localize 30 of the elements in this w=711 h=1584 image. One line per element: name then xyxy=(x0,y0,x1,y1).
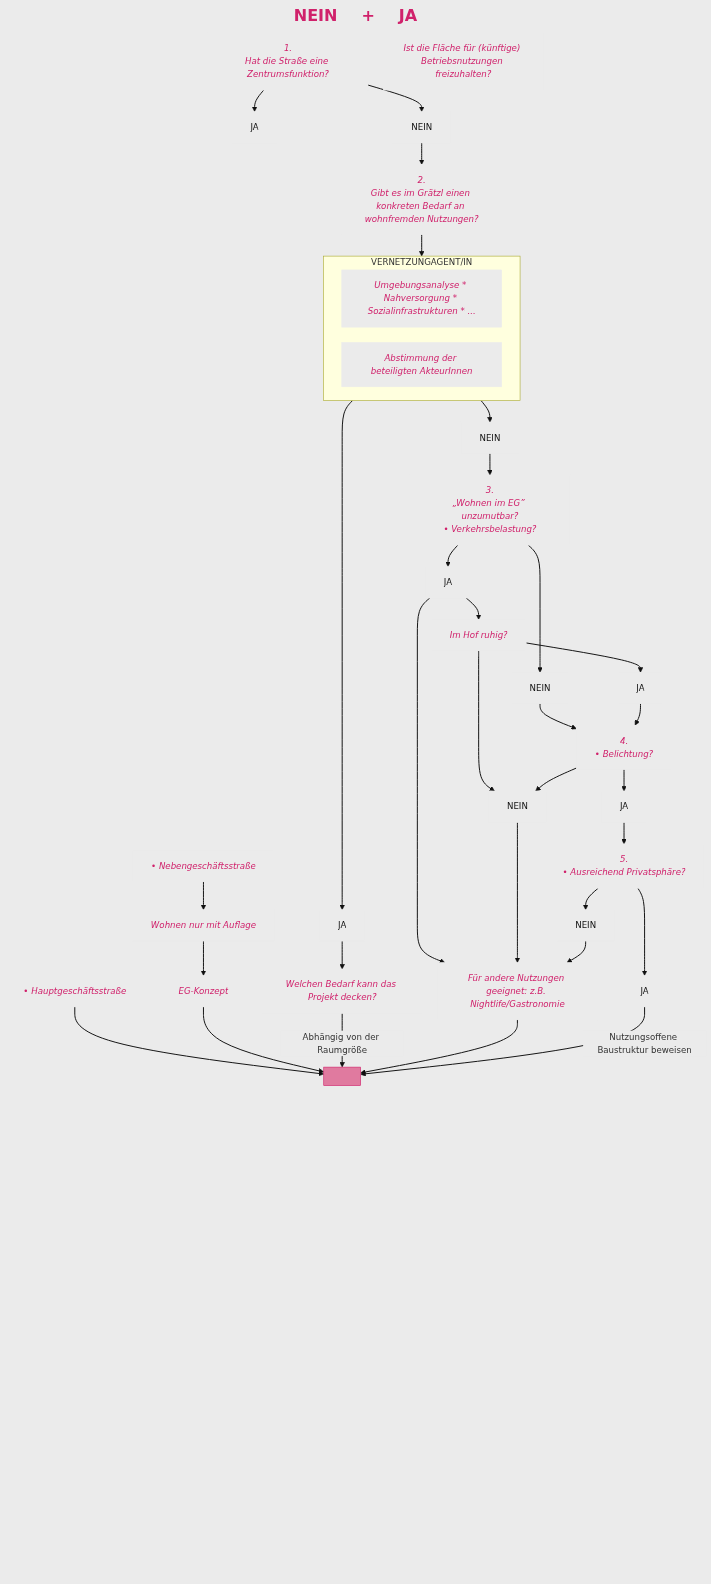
node-text: • Hauptgeschäftsstraße xyxy=(23,985,127,996)
node-text: • Nebengeschäftsstraße xyxy=(151,860,256,871)
node-text: NEIN xyxy=(479,432,501,443)
node-text: Welchen Bedarf kann das Projekt decken? xyxy=(285,979,396,1003)
node-text: Für andere Nutzungen geeignet: z.B. Nightlife/Gastronomie xyxy=(467,973,565,1009)
node-text: EG-Konzept xyxy=(178,985,229,996)
node-text: JA xyxy=(619,801,629,812)
node-bar xyxy=(323,1066,361,1086)
node-text: 3. „Wohnen im EG” unzumutbar? • Verkehrsbelastung? xyxy=(443,485,537,535)
note-label: + xyxy=(361,6,375,22)
node-text: 2. Gibt es im Grätzl einen konkreten Bedarf an wohnfremden Nutzungen? xyxy=(364,174,479,224)
edge-label: Abhängig von der Raumgröße xyxy=(302,1031,380,1055)
node-text: 4. • Belichtung? xyxy=(594,735,654,759)
node-text: JA xyxy=(636,682,645,693)
node-text: NEIN xyxy=(411,122,433,132)
node-text: NEIN xyxy=(529,682,551,693)
note-label: NEIN xyxy=(293,6,338,22)
node-text: JA xyxy=(338,920,347,930)
note-label: JA xyxy=(398,6,418,22)
node-text: Ist die Fläche für (künftige) Betriebsnutzungen freizuhalten? xyxy=(403,43,521,80)
node-text: JA xyxy=(250,122,259,132)
node-text: Wohnen nur mit Auflage xyxy=(150,920,257,930)
node-text: 5. • Ausreichend Privatsphäre? xyxy=(562,854,686,878)
node-text: NEIN xyxy=(506,801,528,812)
node-text: 1. Hat die Straße eine Zentrumsfunktion? xyxy=(244,43,329,80)
node-text: JA xyxy=(443,577,453,587)
node-text: Im Hof ruhig? xyxy=(449,629,508,640)
edge-label: Nutzungsoffene Baustruktur beweisen xyxy=(597,1031,692,1055)
node-text: JA xyxy=(640,985,649,996)
node-text: NEIN xyxy=(575,920,597,930)
